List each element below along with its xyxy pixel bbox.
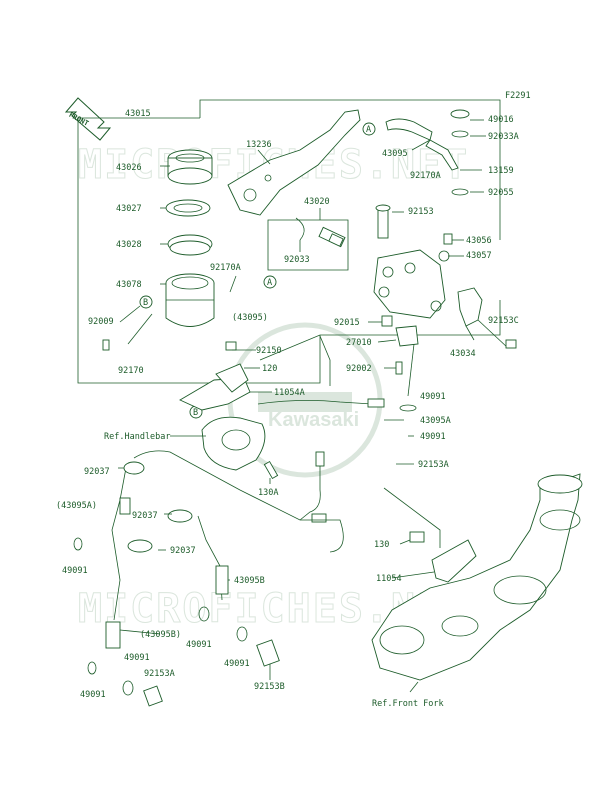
reservoir-diaphragm — [167, 234, 213, 256]
label-43057: 43057 — [466, 251, 492, 261]
label-11054A: 11054A — [274, 388, 305, 398]
handlebar-clamp — [457, 287, 509, 349]
piston-kit — [267, 217, 349, 271]
label-49091-e: 49091 — [124, 653, 150, 663]
label-43095B-paren: (43095B) — [140, 630, 181, 640]
brake-lever — [227, 109, 361, 216]
label-43034: 43034 — [450, 349, 476, 359]
callout-b-left-text: B — [143, 298, 148, 308]
watermark-brand: Kawasaki — [268, 409, 359, 431]
front-arrow-icon: FRONT — [64, 97, 112, 141]
label-92153A-2: 92153A — [144, 669, 175, 679]
callout-a-mid-text: A — [267, 278, 272, 288]
lower-fittings — [73, 460, 280, 707]
label-92153A: 92153A — [418, 460, 449, 470]
reservoir-hose — [385, 109, 470, 196]
label-92153B: 92153B — [254, 682, 285, 692]
label-49091-a: 49091 — [420, 392, 446, 402]
steering-stem — [371, 473, 583, 681]
reservoir-plate — [165, 199, 211, 217]
watermark-logo-band — [258, 392, 352, 412]
small-bolts — [102, 233, 517, 375]
label-43095: 43095 — [382, 149, 408, 159]
label-43095-paren: (43095) — [232, 313, 268, 323]
callout-a-top: A — [362, 122, 376, 136]
label-49091-c: 49091 — [62, 566, 88, 576]
callout-b-left: B — [139, 295, 153, 309]
reservoir-cap — [167, 149, 213, 185]
label-92170A-2: 92170A — [410, 171, 441, 181]
holder-bracket — [179, 363, 266, 471]
master-cylinder — [373, 204, 446, 319]
reservoir-body — [165, 273, 215, 327]
callout-b-lower-text: B — [193, 408, 198, 418]
label-92170A: 92170A — [210, 263, 241, 273]
label-92055: 92055 — [488, 188, 514, 198]
label-49091-d: 49091 — [186, 640, 212, 650]
label-92002: 92002 — [346, 364, 372, 374]
label-13159: 13159 — [488, 166, 514, 176]
assembly-border — [77, 118, 321, 384]
label-49091-f: 49091 — [224, 659, 250, 669]
ref-handlebar: Ref.Handlebar — [104, 432, 171, 442]
label-92037-b: 92037 — [132, 511, 158, 521]
leader-lines — [118, 119, 486, 693]
bracket-11054 — [409, 531, 477, 583]
label-92033: 92033 — [284, 255, 310, 265]
label-92033A: 92033A — [488, 132, 519, 142]
figure-code: F2291 — [505, 91, 531, 101]
assembly-border-upper — [199, 99, 501, 240]
callout-a-top-text: A — [366, 125, 371, 135]
label-120: 120 — [262, 364, 277, 374]
label-43015: 43015 — [125, 109, 151, 119]
label-92037-c: 92037 — [170, 546, 196, 556]
brake-hose-upper — [257, 398, 417, 412]
label-43028: 43028 — [116, 240, 142, 250]
label-49091-b: 49091 — [420, 432, 446, 442]
ref-front-fork: Ref.Front Fork — [372, 699, 444, 709]
label-92170: 92170 — [118, 366, 144, 376]
label-43026: 43026 — [116, 163, 142, 173]
label-130A: 130A — [258, 488, 278, 498]
label-92153: 92153 — [408, 207, 434, 217]
label-49016: 49016 — [488, 115, 514, 125]
label-43078: 43078 — [116, 280, 142, 290]
label-92015: 92015 — [334, 318, 360, 328]
label-43095A-paren: (43095A) — [56, 501, 97, 511]
label-92037-a: 92037 — [84, 467, 110, 477]
label-11054: 11054 — [376, 574, 402, 584]
label-43027: 43027 — [116, 204, 142, 214]
brake-switch — [395, 325, 419, 347]
label-49091-g: 49091 — [80, 690, 106, 700]
label-43020: 43020 — [304, 197, 330, 207]
label-92150: 92150 — [256, 346, 282, 356]
label-43095B: 43095B — [234, 576, 265, 586]
brake-hose-mid — [299, 451, 327, 523]
label-43056: 43056 — [466, 236, 492, 246]
part-labels: 43015 43026 13236 43027 43028 43078 9200… — [56, 109, 519, 709]
label-27010: 27010 — [346, 338, 372, 348]
callout-a-mid: A — [263, 275, 277, 289]
label-43095A: 43095A — [420, 416, 451, 426]
label-13236: 13236 — [246, 140, 272, 150]
label-92009: 92009 — [88, 317, 114, 327]
label-130: 130 — [374, 540, 389, 550]
label-92153C: 92153C — [488, 316, 519, 326]
